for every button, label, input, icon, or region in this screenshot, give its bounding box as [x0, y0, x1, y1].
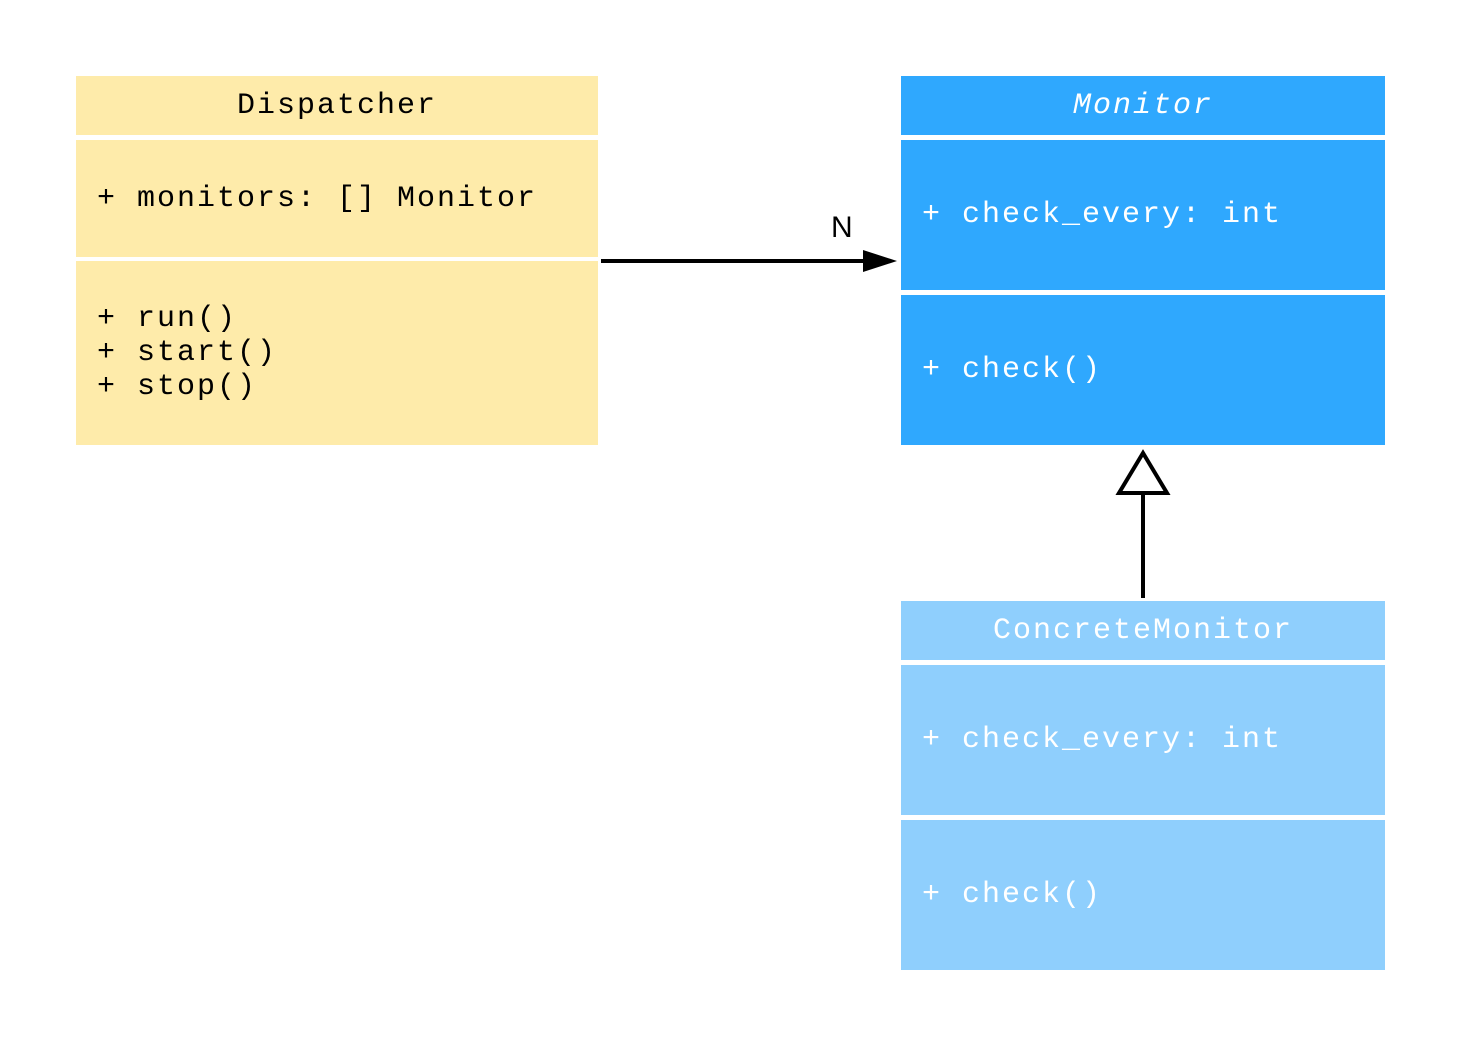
class-name: Dispatcher: [76, 76, 598, 135]
class-attributes: + check_every: int: [901, 140, 1385, 290]
hollow-triangle-icon: [1115, 449, 1171, 495]
inheritance-arrow: [1115, 449, 1171, 598]
multiplicity-label: N: [831, 211, 853, 244]
class-methods: + run() + start() + stop(): [76, 261, 598, 445]
class-methods: + check(): [901, 295, 1385, 445]
class-name: Monitor: [901, 76, 1385, 135]
class-attributes: + monitors: [] Monitor: [76, 140, 598, 257]
class-methods: + check(): [901, 820, 1385, 970]
association-arrow: [601, 250, 897, 272]
arrowhead-icon: [863, 250, 897, 272]
class-attributes: + check_every: int: [901, 665, 1385, 815]
class-name: ConcreteMonitor: [901, 601, 1385, 660]
